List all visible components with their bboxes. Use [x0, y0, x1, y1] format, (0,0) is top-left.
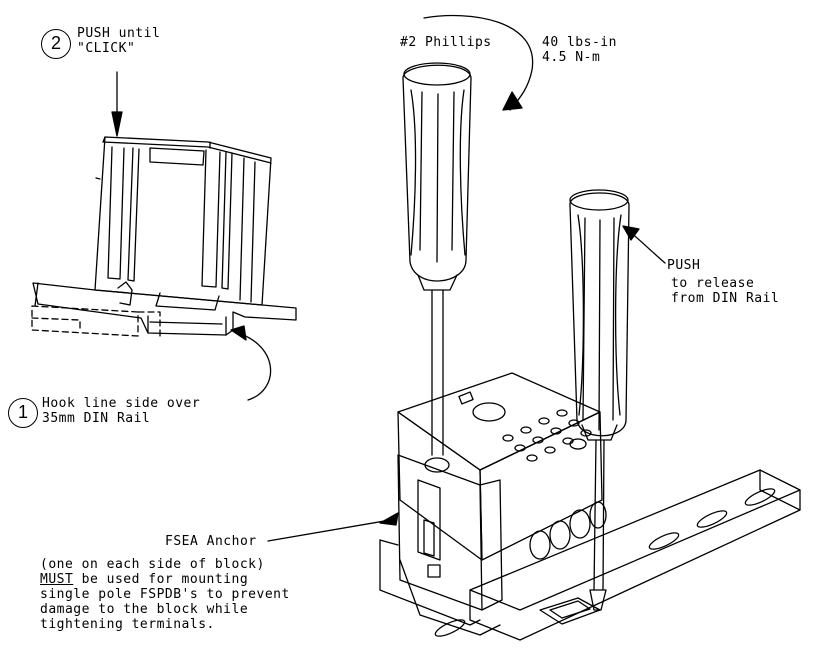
anchor-title: FSEA Anchor	[165, 534, 257, 549]
release-line2: to release	[671, 276, 755, 291]
release-line1: PUSH	[667, 258, 701, 273]
anchor-line2: MUST be used for mounting	[40, 573, 248, 586]
torque-tool-label: #2 Phillips	[400, 35, 492, 50]
torque-value-metric: 4.5 N-m	[542, 50, 601, 65]
anchor-line1: (one on each side of block)	[40, 557, 265, 572]
step1-number: 1	[17, 402, 28, 422]
release-screwdriver	[569, 189, 666, 611]
leader-lines	[267, 518, 397, 542]
step1-text-line1: Hook line side over	[42, 396, 201, 411]
anchor-line2-rest: be used for mounting	[73, 572, 249, 587]
anchor-line3: single pole FSPDB's to prevent	[40, 587, 290, 602]
left-detail-block	[31, 71, 297, 401]
anchor-must-emphasis: MUST	[40, 572, 74, 587]
release-line3: from DIN Rail	[671, 291, 780, 306]
step1-number-circle: 1	[8, 398, 38, 428]
step2-text-line1: PUSH until	[77, 26, 161, 41]
torque-value-imperial: 40 lbs-in	[542, 35, 617, 50]
step1-text-line2: 35mm DIN Rail	[42, 411, 151, 426]
phillips-screwdriver	[402, 62, 472, 456]
power-distribution-block	[379, 372, 801, 641]
anchor-line5: tightening terminals.	[40, 617, 215, 632]
step2-text-line2: "CLICK"	[77, 41, 136, 56]
step2-number-circle: 2	[41, 29, 71, 59]
anchor-line4: damage to the block while	[40, 602, 249, 617]
torque-rotation-arrow	[423, 14, 534, 111]
step2-number: 2	[50, 33, 61, 53]
